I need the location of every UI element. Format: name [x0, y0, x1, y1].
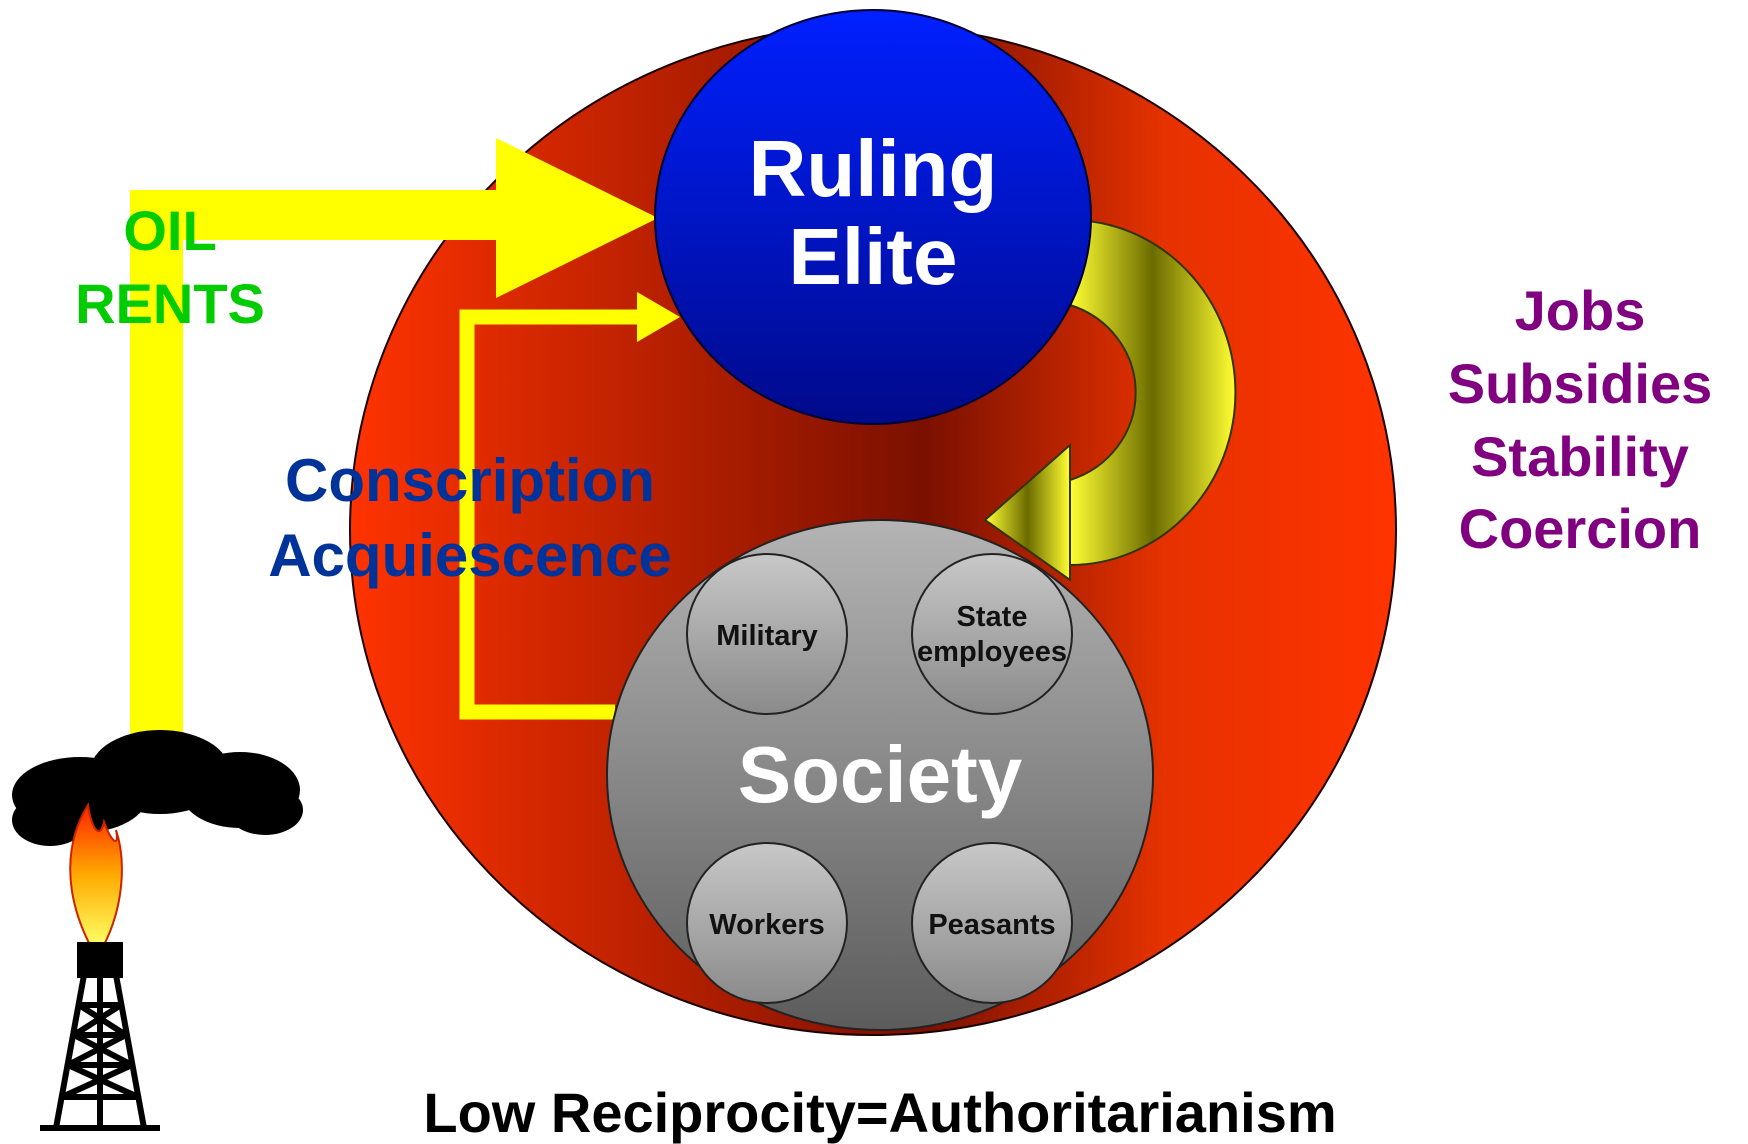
benefits-list: Jobs Subsidies Stability Coercion — [1420, 275, 1740, 566]
peasants-circle — [911, 842, 1073, 1004]
society-label: Society — [737, 730, 1023, 819]
ruling-elite-circle — [654, 9, 1092, 425]
flame-icon — [69, 802, 123, 946]
conscription-label: Conscription Acquiescence — [250, 443, 690, 593]
benefit-jobs: Jobs — [1514, 279, 1646, 342]
oil-rents-line2: RENTS — [75, 271, 265, 335]
state-employees-line1: State — [956, 601, 1028, 633]
state-employees-circle — [911, 553, 1073, 715]
benefits-curved-arrow — [983, 218, 1237, 582]
workers-label: Workers — [709, 909, 825, 941]
oil-rents-label: OIL RENTS — [40, 195, 300, 341]
ruling-elite-line1: Ruling — [748, 124, 998, 213]
military-label: Military — [716, 620, 818, 652]
oil-rents-arrow — [130, 138, 658, 735]
state-employees-label: State employees — [902, 600, 1082, 670]
ruling-elite-line2: Elite — [788, 212, 958, 301]
benefit-coercion: Coercion — [1458, 497, 1702, 561]
state-employees-line2: employees — [917, 635, 1067, 668]
military-circle — [686, 553, 848, 715]
benefit-subsidies: Subsidies — [1447, 351, 1713, 415]
conscription-arrow — [459, 292, 680, 720]
ruling-elite-label: Ruling Elite — [693, 125, 1053, 301]
oil-derrick-icon — [12, 730, 303, 1131]
conscription-line1: Conscription — [285, 447, 655, 514]
oil-rents-line1: OIL — [123, 199, 217, 262]
benefit-stability: Stability — [1471, 424, 1689, 488]
peasants-label: Peasants — [928, 909, 1056, 941]
smoke-cloud-icon — [12, 730, 303, 846]
workers-circle — [686, 842, 848, 1004]
conscription-line2: Acquiescence — [268, 522, 672, 589]
caption: Low Reciprocity=Authoritarianism — [423, 1081, 1337, 1144]
